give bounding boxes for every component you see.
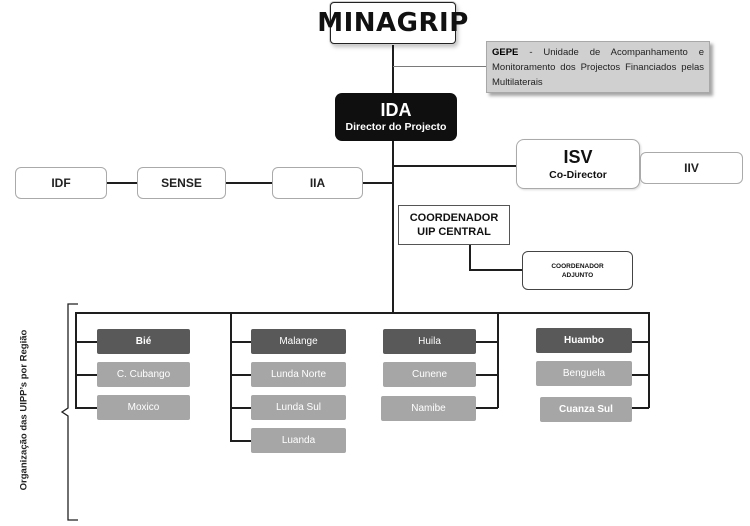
region-label-huila: Huila xyxy=(418,336,441,347)
stub xyxy=(476,407,498,409)
stub xyxy=(476,374,498,376)
coordinator-line2: UIP CENTRAL xyxy=(417,226,491,238)
stub xyxy=(230,374,251,376)
region-label-bie: Bié xyxy=(135,336,152,347)
ida-name: IDA xyxy=(380,100,412,120)
stub xyxy=(75,374,97,376)
stub xyxy=(230,440,251,442)
region-benguela: Benguela xyxy=(536,361,632,386)
connector-idf-sense xyxy=(107,182,137,184)
region-label: Organização das UIPP’s por Região xyxy=(18,329,30,491)
region-lunda-sul: Lunda Sul xyxy=(251,395,346,420)
connector-regions-bar xyxy=(75,312,650,314)
region-cuanza-sul: Cuanza Sul xyxy=(540,397,632,422)
deputy-coordinator-box: COORDENADOR ADJUNTO xyxy=(522,251,633,290)
connector-coord-adjunto-v xyxy=(469,245,471,270)
ida-box: IDA Director do Projecto xyxy=(335,93,457,141)
connector-trunk xyxy=(392,44,394,93)
isv-name: ISV xyxy=(563,147,593,167)
stub xyxy=(632,374,649,376)
region-label-luanda: Luanda xyxy=(281,435,316,446)
region-cunene: Cunene xyxy=(383,362,476,387)
region-c-cubango: C. Cubango xyxy=(97,362,190,387)
region-label-moxico: Moxico xyxy=(127,402,160,413)
region-label-malange: Malange xyxy=(279,336,318,347)
connector-col1 xyxy=(75,312,77,408)
region-label-namibe: Namibe xyxy=(411,403,446,414)
region-brace xyxy=(60,303,78,521)
region-label-lunda-sul: Lunda Sul xyxy=(275,402,322,413)
deputy-line1: COORDENADOR xyxy=(551,262,604,270)
region-bie: Bié xyxy=(97,329,190,354)
connector-col2 xyxy=(230,312,232,441)
region-luanda: Luanda xyxy=(251,428,346,453)
connector-trunk-lower xyxy=(392,141,394,313)
stub xyxy=(632,407,649,409)
region-label-cuanza-sul: Cuanza Sul xyxy=(559,404,613,415)
connector-col4 xyxy=(648,312,650,408)
isv-box: ISV Co-Director xyxy=(516,139,640,189)
stub xyxy=(230,341,251,343)
region-label-lunda-norte: Lunda Norte xyxy=(270,369,327,380)
connector-coord-adjunto-h xyxy=(469,269,522,271)
region-moxico: Moxico xyxy=(97,395,190,420)
gepe-note: GEPE - Unidade de Acompanhamento e Monit… xyxy=(486,41,710,93)
connector-col3 xyxy=(497,312,499,408)
iiv-name: IIV xyxy=(684,161,699,175)
minagrip-title: MINAGRIP xyxy=(317,8,469,38)
connector-isv xyxy=(393,165,516,167)
iiv-box: IIV xyxy=(640,152,743,184)
region-label-cunene: Cunene xyxy=(411,369,448,380)
idf-label: IDF xyxy=(51,176,71,190)
ida-role: Director do Projecto xyxy=(345,121,447,133)
gepe-abbr: GEPE xyxy=(492,47,519,58)
region-namibe: Namibe xyxy=(381,396,476,421)
region-malange: Malange xyxy=(251,329,346,354)
coordinator-box: COORDENADOR UIP CENTRAL xyxy=(398,205,510,245)
gepe-text: - Unidade de Acompanhamento e Monitorame… xyxy=(492,47,704,88)
idf-box: IDF xyxy=(15,167,107,199)
region-huila: Huila xyxy=(383,329,476,354)
sense-label: SENSE xyxy=(161,176,202,190)
iia-box: IIA xyxy=(272,167,363,199)
iia-label: IIA xyxy=(309,176,326,190)
minagrip-box: MINAGRIP xyxy=(317,2,468,44)
region-lunda-norte: Lunda Norte xyxy=(251,362,346,387)
region-label-huambo: Huambo xyxy=(564,335,604,346)
stub xyxy=(632,341,649,343)
sense-box: SENSE xyxy=(137,167,226,199)
isv-role: Co-Director xyxy=(549,169,607,181)
connector-gepe xyxy=(393,66,486,67)
connector-sense-iia xyxy=(226,182,272,184)
region-label-benguela: Benguela xyxy=(562,368,606,379)
stub xyxy=(476,341,498,343)
region-huambo: Huambo xyxy=(536,328,632,353)
deputy-line2: ADJUNTO xyxy=(561,271,594,279)
stub xyxy=(230,407,251,409)
coordinator-line1: COORDENADOR xyxy=(409,212,499,224)
stub xyxy=(75,341,97,343)
region-label-c-cubango: C. Cubango xyxy=(116,369,171,380)
connector-iia xyxy=(363,182,393,184)
stub xyxy=(75,407,97,409)
